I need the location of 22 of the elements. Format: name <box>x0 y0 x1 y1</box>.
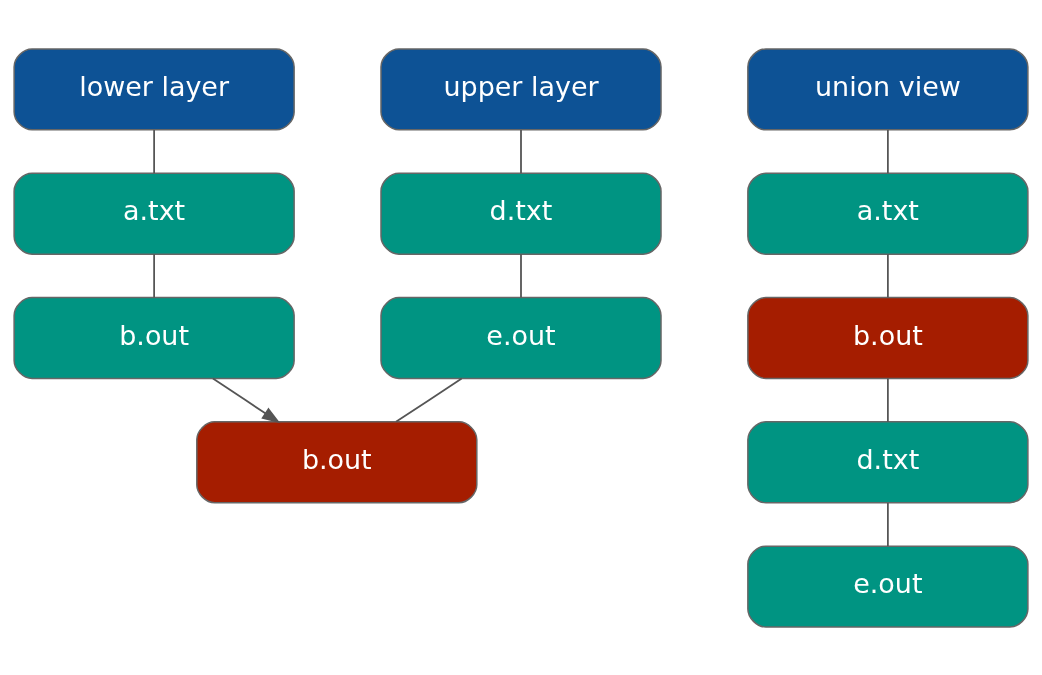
node-box: e.out <box>747 544 1029 628</box>
node-box: upper layer <box>380 47 662 131</box>
arrow <box>212 377 281 423</box>
connector <box>520 252 522 298</box>
connector <box>887 128 889 174</box>
node-box: lower layer <box>13 47 295 131</box>
node-box: b.out <box>747 296 1029 379</box>
connector <box>395 377 463 423</box>
connector <box>153 252 155 298</box>
connector <box>887 377 889 423</box>
node-box: d.txt <box>747 420 1029 503</box>
node-box: a.txt <box>747 172 1029 255</box>
node-box: e.out <box>380 296 662 379</box>
node-box: union view <box>747 47 1029 131</box>
connector <box>887 252 889 298</box>
node-box: b.out <box>196 420 478 503</box>
node-box: a.txt <box>13 172 295 255</box>
connector <box>520 128 522 174</box>
connector <box>887 501 889 547</box>
connector <box>153 128 155 174</box>
node-box: b.out <box>13 296 295 379</box>
node-box: d.txt <box>380 172 662 255</box>
